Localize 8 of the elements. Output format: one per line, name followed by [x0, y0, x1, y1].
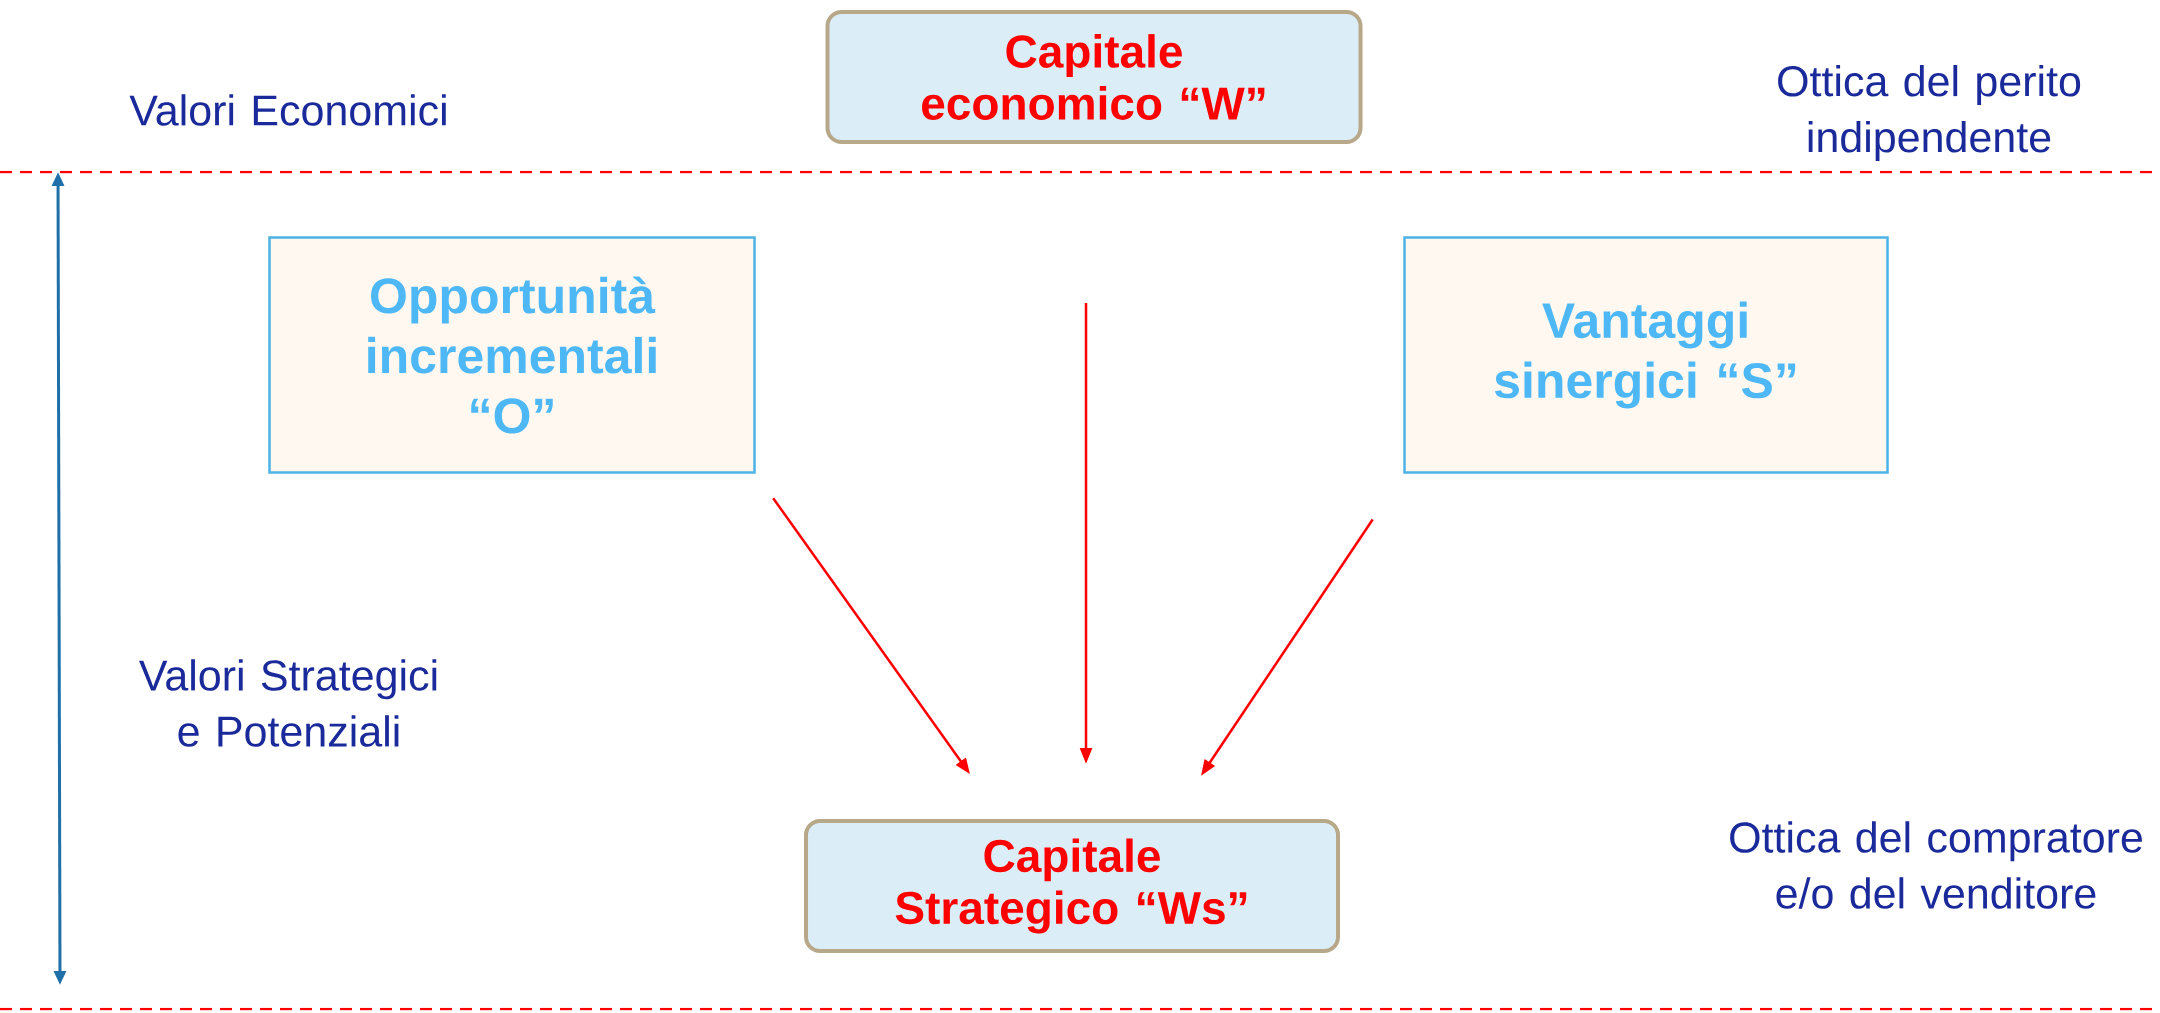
side-label: Valori Economici — [129, 94, 446, 126]
value-box: Capitale economico “W” — [825, 10, 1363, 144]
side-label: Ottica del perito indipendente — [1778, 64, 2081, 162]
side-label: Ottica del compratore e/o del venditore — [1730, 821, 2142, 909]
component-box: Opportunità incrementali “O” — [268, 236, 756, 474]
value-box: Capitale Strategico “Ws” — [804, 819, 1340, 953]
component-box: Vantaggi sinergici “S” — [1403, 236, 1889, 474]
side-label: Valori Strategici e Potenziali — [139, 659, 437, 747]
